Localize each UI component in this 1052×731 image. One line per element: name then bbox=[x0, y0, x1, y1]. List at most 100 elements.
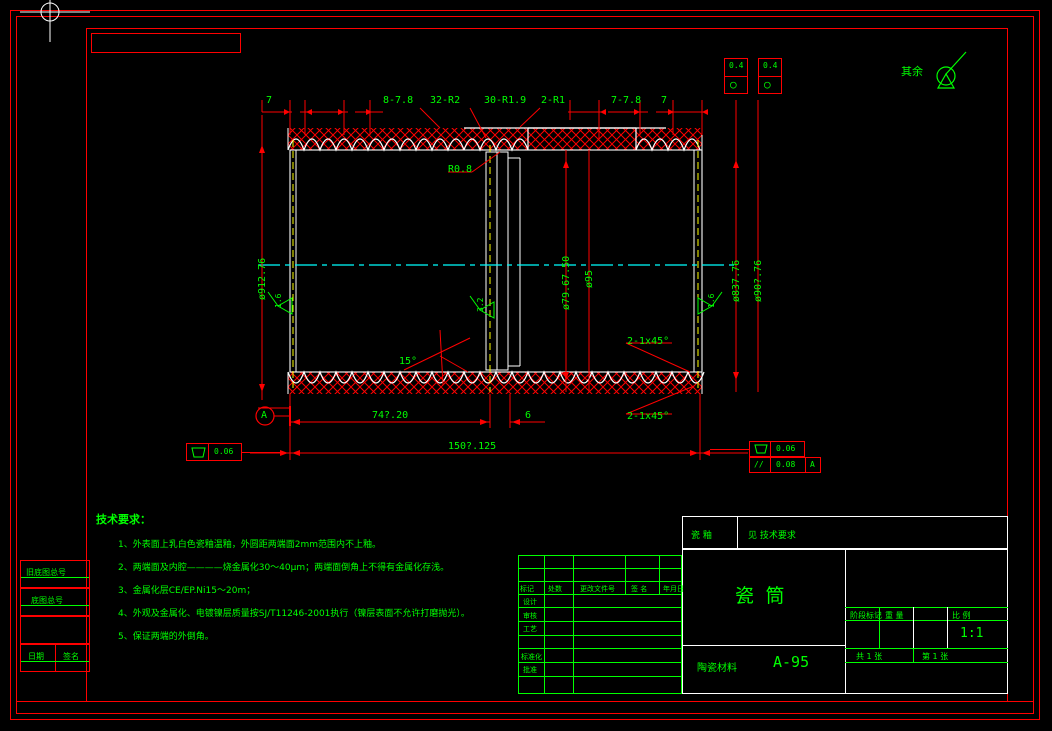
rev-col-4 bbox=[659, 555, 660, 594]
tb-right-row-3 bbox=[845, 648, 1008, 649]
bottom-dim-overall: 150?.125 bbox=[448, 441, 497, 452]
left-margin-label-1: 旧底图总号 bbox=[26, 568, 66, 577]
tolerance-frame-div-1 bbox=[724, 76, 748, 77]
flatness-icon-right bbox=[754, 444, 768, 454]
tb-right-col-1 bbox=[879, 607, 880, 648]
radius-annotation: R0.8 bbox=[448, 164, 473, 175]
left-margin-rule-1 bbox=[21, 577, 89, 578]
role-approve: 批准 bbox=[523, 666, 537, 674]
rev-row-5 bbox=[518, 621, 682, 622]
title-block-st-div bbox=[737, 516, 738, 549]
tolerance-frame-div-2 bbox=[758, 76, 782, 77]
tb-right-col-4 bbox=[913, 648, 914, 662]
rev-row-9 bbox=[518, 676, 682, 677]
bottom-dim-groove: 6 bbox=[525, 410, 532, 421]
rev-header-mark: 标记 bbox=[520, 585, 534, 593]
scale-label: 比 例 bbox=[952, 611, 971, 620]
left-margin-box-3 bbox=[20, 616, 90, 644]
tolerance-frame-flatness-left bbox=[186, 443, 242, 461]
sheet-outer-frame bbox=[10, 10, 1040, 720]
role-standardize: 标准化 bbox=[521, 653, 542, 661]
material-value: A-95 bbox=[773, 653, 810, 671]
left-margin-rule-2 bbox=[21, 605, 89, 606]
tech-requirements-title: 技术要求： bbox=[96, 513, 151, 526]
top-dim-5: 7-7.8 bbox=[611, 95, 642, 106]
rev-row-8 bbox=[518, 662, 682, 663]
flatness-icon-left bbox=[191, 447, 206, 458]
rev-col-1 bbox=[544, 555, 545, 694]
tech-requirement-item-5: 5、保证两端的外倒角。 bbox=[118, 632, 214, 642]
tech-requirement-item-3: 3、金属化层CE/EP.Ni15～20m； bbox=[118, 586, 256, 596]
tb-right-row-2 bbox=[845, 620, 1008, 621]
bottom-dim-length: 74?.20 bbox=[372, 410, 409, 421]
top-dim-2: 32-R2 bbox=[430, 95, 461, 106]
top-dim-4: 2-R1 bbox=[541, 95, 566, 106]
parallelism-icon: // bbox=[754, 460, 764, 469]
left-margin-box-2 bbox=[20, 588, 90, 616]
left-margin-box-1 bbox=[20, 560, 90, 588]
tolerance-value-flatness-left: 0.06 bbox=[214, 447, 234, 456]
rev-row-3 bbox=[518, 594, 682, 595]
header-info-box bbox=[91, 33, 241, 53]
surface-treatment-value: 见 技术要求 bbox=[748, 531, 796, 541]
datum-a-label: A bbox=[261, 410, 268, 421]
chamfer-label-top: 2-1x45° bbox=[627, 336, 670, 347]
rev-row-6 bbox=[518, 635, 682, 636]
angle-annotation: 15° bbox=[399, 356, 418, 367]
tb-right-row-1 bbox=[845, 607, 1008, 608]
weight-label: 重 量 bbox=[885, 611, 904, 620]
circularity-icon-1: ○ bbox=[730, 78, 737, 91]
tb-right-col-3 bbox=[947, 607, 948, 648]
scale-value: 1:1 bbox=[960, 626, 984, 641]
left-margin-rule-3 bbox=[21, 661, 89, 662]
left-margin-label-2: 底图总号 bbox=[31, 596, 63, 605]
rev-header-date: 年月日 bbox=[663, 585, 684, 593]
tolerance-frame-right-div-2 bbox=[770, 457, 771, 473]
rev-row-4 bbox=[518, 607, 682, 608]
top-dim-1: 8-7.8 bbox=[383, 95, 414, 106]
circularity-icon-2: ○ bbox=[764, 78, 771, 91]
stage-label: 阶段标记 bbox=[850, 611, 882, 620]
sheet-total: 共 1 张 bbox=[856, 652, 883, 661]
top-dim-0: 7 bbox=[266, 95, 273, 106]
tech-requirement-item-4: 4、外观及金属化、电镀镍层质量按SJ/T11246-2001执行（镍层表面不允许… bbox=[118, 609, 470, 619]
rev-header-docno: 更改文件号 bbox=[580, 585, 615, 593]
sheet-bottom-rule bbox=[16, 701, 1034, 702]
material-label: 陶瓷材料 bbox=[697, 663, 737, 674]
tb-right-row-4 bbox=[845, 662, 1008, 663]
tolerance-frame-parallelism bbox=[749, 457, 821, 473]
tolerance-frame-right-div-3 bbox=[805, 457, 806, 473]
tolerance-value-parallelism: 0.08 bbox=[776, 460, 796, 469]
tolerance-datum-ref: A bbox=[810, 460, 815, 469]
left-margin-divider bbox=[55, 644, 56, 672]
corner-registration-mark bbox=[20, 0, 90, 42]
title-block-vert-div bbox=[845, 549, 846, 694]
sheet-inner-frame bbox=[16, 16, 1034, 714]
rev-row-1 bbox=[518, 568, 682, 569]
chamfer-label-bottom: 2-1x45° bbox=[627, 411, 670, 422]
surface-treatment-label: 瓷 釉 bbox=[691, 531, 712, 541]
role-process: 工艺 bbox=[523, 625, 537, 633]
tolerance-frame-right-div-1 bbox=[770, 441, 771, 457]
rev-row-2 bbox=[518, 581, 682, 582]
revision-grid-frame bbox=[518, 555, 682, 694]
left-margin-label-date: 日期 bbox=[28, 652, 44, 661]
tolerance-value-1: 0.4 bbox=[729, 61, 744, 70]
title-block-horiz-div bbox=[682, 645, 845, 646]
tolerance-leader-right bbox=[710, 449, 750, 450]
rev-header-sign: 签 名 bbox=[631, 585, 648, 593]
rev-col-2 bbox=[573, 555, 574, 694]
title-block-surface-treatment-row bbox=[682, 516, 1008, 549]
tolerance-value-2: 0.4 bbox=[763, 61, 778, 70]
top-dim-3: 30-R1.9 bbox=[484, 95, 527, 106]
rev-header-count: 处数 bbox=[548, 585, 562, 593]
tech-requirement-item-1: 1、外表面上乳白色瓷釉温釉，外圆距两端面2mm范围内不上釉。 bbox=[118, 540, 381, 550]
tolerance-leader-left bbox=[242, 452, 284, 453]
part-name: 瓷 筒 bbox=[735, 585, 785, 607]
tb-right-col-2 bbox=[913, 607, 914, 648]
rev-col-3 bbox=[625, 555, 626, 594]
